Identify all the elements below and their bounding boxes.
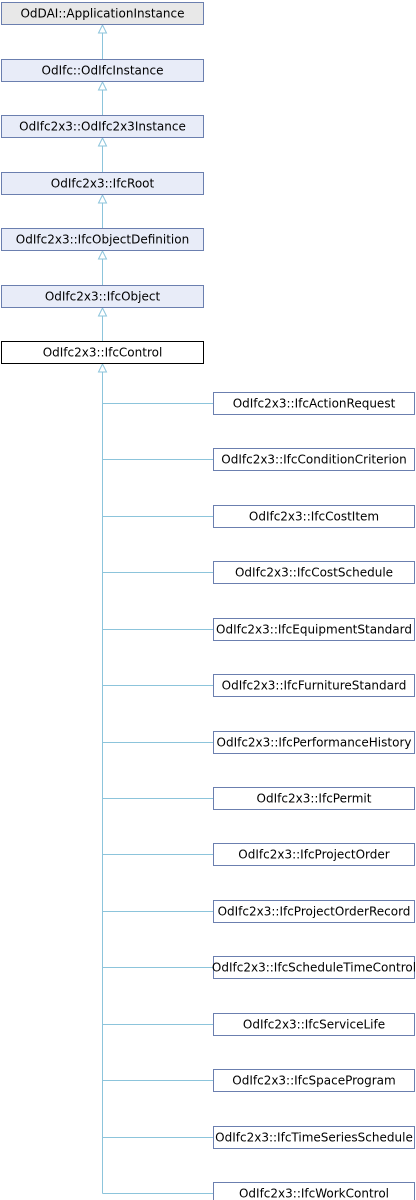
class-node-ifc-object-label: OdIfc2x3::IfcObject [45,290,161,304]
class-node-ifc-condition-criterion[interactable]: OdIfc2x3::IfcConditionCriterion [213,448,415,471]
class-node-application-instance[interactable]: OdDAI::ApplicationInstance [1,2,204,25]
class-node-ifc-time-series-schedule-box [213,1126,415,1149]
class-node-ifc-project-order[interactable]: OdIfc2x3::IfcProjectOrder [213,843,415,866]
class-node-ifc-performance-history-box [213,731,415,754]
class-node-ifc-root-label: OdIfc2x3::IfcRoot [51,177,155,191]
inheritance-arrowhead [97,136,108,147]
class-node-ifc-condition-criterion-box [213,448,415,471]
class-node-ifc-performance-history[interactable]: OdIfc2x3::IfcPerformanceHistory [213,731,415,754]
inheritance-arrowhead [97,249,108,260]
class-node-ifc-space-program[interactable]: OdIfc2x3::IfcSpaceProgram [213,1069,415,1092]
class-node-ifc-space-program-box [213,1069,415,1092]
class-node-ifc-action-request-box [213,392,415,415]
class-node-ifc-work-control-label: OdIfc2x3::IfcWorkControl [239,1187,389,1200]
class-node-ifc-schedule-time-control[interactable]: OdIfc2x3::IfcScheduleTimeControl [212,956,416,979]
class-node-ifc-schedule-time-control-box [213,956,415,979]
inheritance-arrowhead [97,362,108,373]
class-node-ifc-cost-item-box [213,505,415,528]
class-node-ifc-object-definition-label: OdIfc2x3::IfcObjectDefinition [16,233,189,247]
class-node-ifc-furniture-standard[interactable]: OdIfc2x3::IfcFurnitureStandard [213,674,415,697]
class-node-od-ifc2x3-instance[interactable]: OdIfc2x3::OdIfc2x3Instance [1,115,204,138]
class-node-ifc-schedule-time-control-label: OdIfc2x3::IfcScheduleTimeControl [212,961,416,975]
class-node-ifc-object[interactable]: OdIfc2x3::IfcObject [1,285,204,308]
class-node-ifc-equipment-standard[interactable]: OdIfc2x3::IfcEquipmentStandard [213,618,415,641]
inheritance-arrowhead [97,306,108,317]
class-node-application-instance-label: OdDAI::ApplicationInstance [20,7,184,21]
class-node-ifc-object-definition[interactable]: OdIfc2x3::IfcObjectDefinition [1,228,204,251]
class-node-ifc-permit-box [213,787,415,810]
class-node-ifc-permit[interactable]: OdIfc2x3::IfcPermit [213,787,415,810]
class-node-od-ifc2x3-instance-box [1,115,204,138]
class-node-ifc-project-order-record-box [213,900,415,923]
class-node-ifc-equipment-standard-label: OdIfc2x3::IfcEquipmentStandard [216,623,412,637]
class-node-ifc-control-label: OdIfc2x3::IfcControl [43,346,163,360]
class-node-ifc-service-life[interactable]: OdIfc2x3::IfcServiceLife [213,1013,415,1036]
class-node-ifc-service-life-box [213,1013,415,1036]
class-node-ifc-action-request-label: OdIfc2x3::IfcActionRequest [233,397,396,411]
class-node-ifc-space-program-label: OdIfc2x3::IfcSpaceProgram [232,1074,395,1088]
class-node-ifc-root[interactable]: OdIfc2x3::IfcRoot [1,172,204,195]
class-node-ifc-cost-item-label: OdIfc2x3::IfcCostItem [249,510,379,524]
class-node-ifc-project-order-label: OdIfc2x3::IfcProjectOrder [238,848,389,862]
class-node-ifc-project-order-record-label: OdIfc2x3::IfcProjectOrderRecord [218,905,411,919]
class-node-od-ifc-instance-label: OdIfc::OdIfcInstance [42,64,164,78]
inheritance-arrowhead [97,193,108,204]
class-node-ifc-service-life-label: OdIfc2x3::IfcServiceLife [243,1018,385,1032]
class-node-ifc-action-request[interactable]: OdIfc2x3::IfcActionRequest [213,392,415,415]
class-node-ifc-object-box [1,285,204,308]
class-node-ifc-cost-item[interactable]: OdIfc2x3::IfcCostItem [213,505,415,528]
class-node-od-ifc2x3-instance-label: OdIfc2x3::OdIfc2x3Instance [19,120,186,134]
class-node-ifc-cost-schedule[interactable]: OdIfc2x3::IfcCostSchedule [213,561,415,584]
inheritance-edges [97,23,214,1194]
class-node-ifc-cost-schedule-box [213,561,415,584]
class-node-ifc-condition-criterion-label: OdIfc2x3::IfcConditionCriterion [221,453,406,467]
class-node-ifc-control-box [1,341,204,364]
class-node-ifc-work-control-box [213,1182,415,1200]
class-node-ifc-project-order-box [213,843,415,866]
class-node-ifc-time-series-schedule[interactable]: OdIfc2x3::IfcTimeSeriesSchedule [213,1126,415,1149]
class-node-ifc-project-order-record[interactable]: OdIfc2x3::IfcProjectOrderRecord [213,900,415,923]
class-node-ifc-performance-history-label: OdIfc2x3::IfcPerformanceHistory [217,736,412,750]
class-node-ifc-permit-label: OdIfc2x3::IfcPermit [257,792,372,806]
class-node-ifc-cost-schedule-label: OdIfc2x3::IfcCostSchedule [235,566,393,580]
class-node-ifc-time-series-schedule-label: OdIfc2x3::IfcTimeSeriesSchedule [215,1131,413,1145]
class-node-application-instance-box [1,2,204,25]
class-node-od-ifc-instance-box [1,59,204,82]
inheritance-arrowhead [97,80,108,91]
class-node-ifc-equipment-standard-box [213,618,415,641]
class-node-ifc-furniture-standard-label: OdIfc2x3::IfcFurnitureStandard [222,679,407,693]
class-node-ifc-object-definition-box [1,228,204,251]
class-node-ifc-work-control[interactable]: OdIfc2x3::IfcWorkControl [213,1182,415,1200]
class-node-ifc-control[interactable]: OdIfc2x3::IfcControl [1,341,204,364]
class-node-od-ifc-instance[interactable]: OdIfc::OdIfcInstance [1,59,204,82]
class-node-ifc-furniture-standard-box [213,674,415,697]
inheritance-arrowhead [97,23,108,34]
class-node-ifc-root-box [1,172,204,195]
